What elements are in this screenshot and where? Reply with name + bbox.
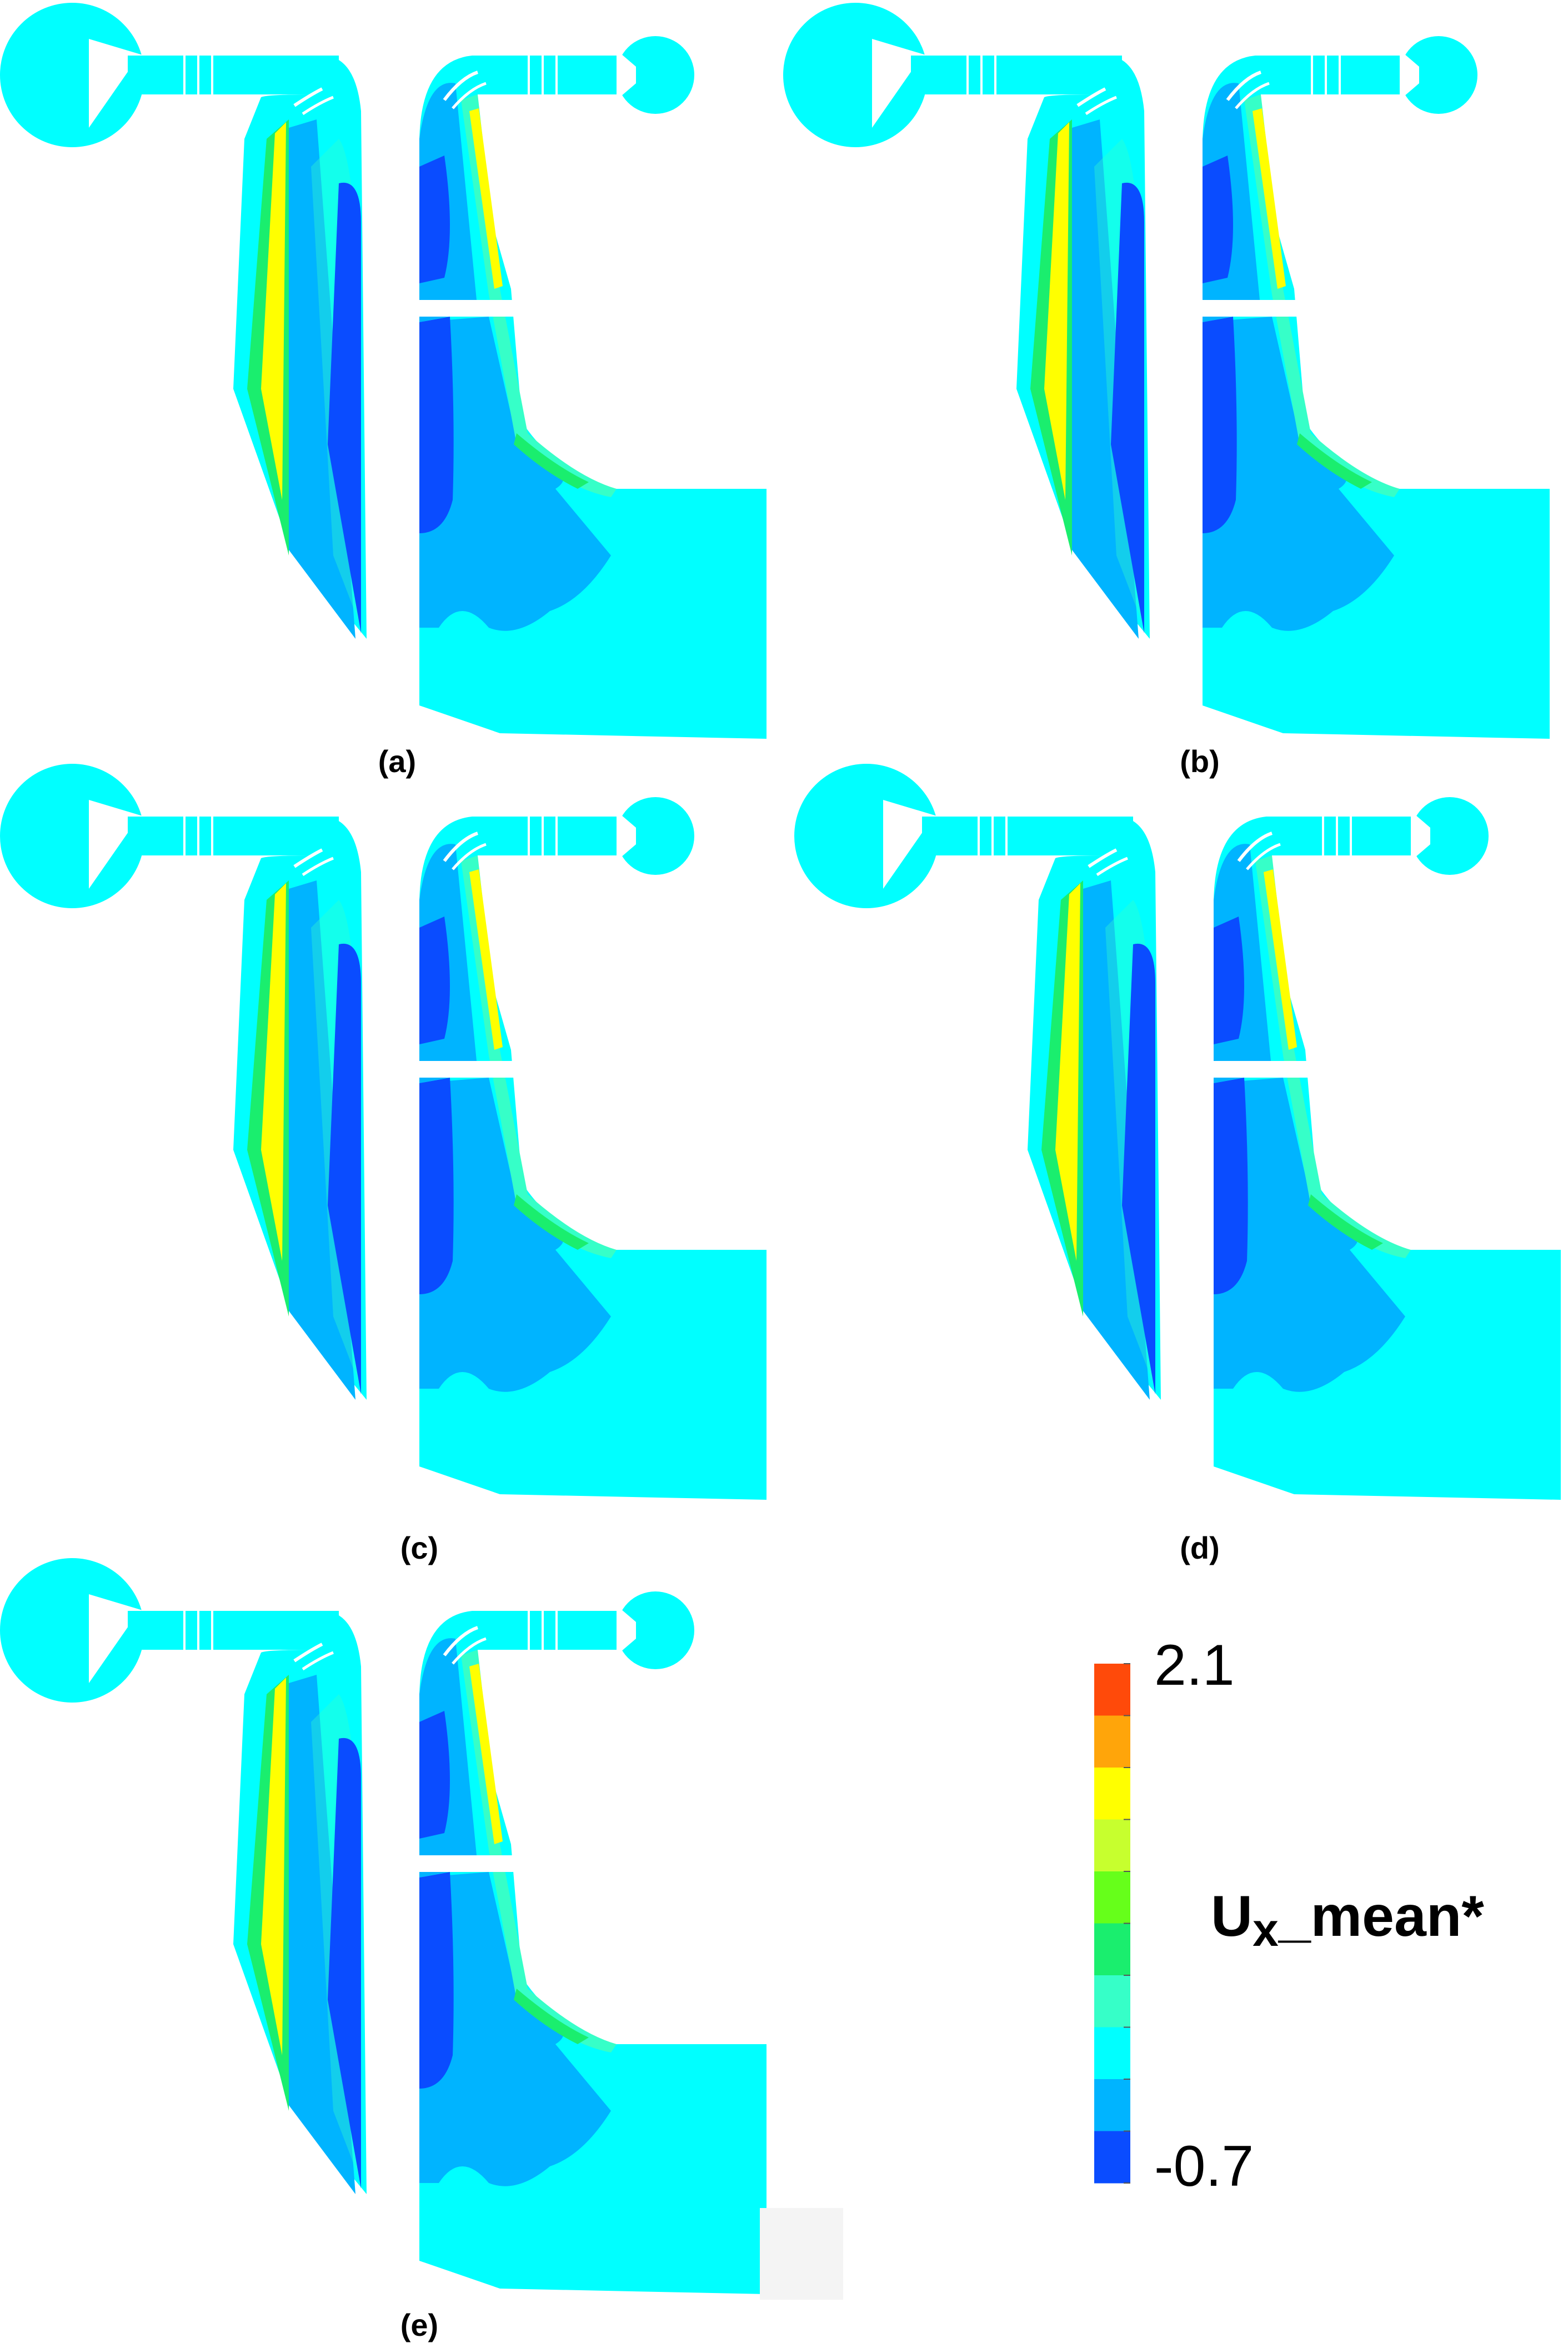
colorbar: 2.1 -0.7 Ux_mean* [1094, 1633, 1484, 2199]
colorbar-swatch [1094, 1768, 1130, 1820]
colorbar-swatch [1094, 1664, 1130, 1716]
cfd-contour-c [0, 764, 767, 1500]
panel-label-e: (e) [400, 2307, 438, 2342]
panel-e [0, 1558, 767, 2294]
colorbar-tick-marks [1124, 1663, 1130, 2184]
cfd-contour-e [0, 1558, 767, 2294]
panel-label-a: (a) [378, 744, 416, 779]
colorbar-swatch [1094, 1715, 1130, 1768]
colorbar-title: Ux_mean* [1211, 1884, 1484, 1956]
panel-d [794, 764, 1561, 1500]
colorbar-max-label: 2.1 [1154, 1633, 1235, 1698]
colorbar-swatch [1094, 1923, 1130, 1976]
colorbar-swatches [1094, 1664, 1130, 2184]
colorbar-swatch [1094, 1819, 1130, 1872]
colorbar-title-main: U [1211, 1884, 1253, 1949]
cfd-contour-a [0, 3, 767, 739]
colorbar-title-rest: _mean* [1278, 1884, 1485, 1949]
panel-a [0, 3, 767, 739]
cfd-contour-d [794, 764, 1561, 1500]
cfd-contour-b [783, 3, 1550, 739]
colorbar-swatch [1094, 2131, 1130, 2184]
colorbar-swatch [1094, 1975, 1130, 2027]
panel-b [783, 3, 1550, 739]
colorbar-min-label: -0.7 [1154, 2134, 1254, 2199]
colorbar-title-sub: x [1253, 1904, 1279, 1956]
panel-c [0, 764, 767, 1500]
gray-patch [760, 2208, 843, 2300]
panel-label-c: (c) [400, 1530, 438, 1565]
colorbar-swatch [1094, 2079, 1130, 2131]
colorbar-swatch [1094, 1871, 1130, 1924]
panel-label-d: (d) [1180, 1530, 1220, 1565]
panel-label-b: (b) [1180, 744, 1220, 779]
colorbar-swatch [1094, 2027, 1130, 2080]
